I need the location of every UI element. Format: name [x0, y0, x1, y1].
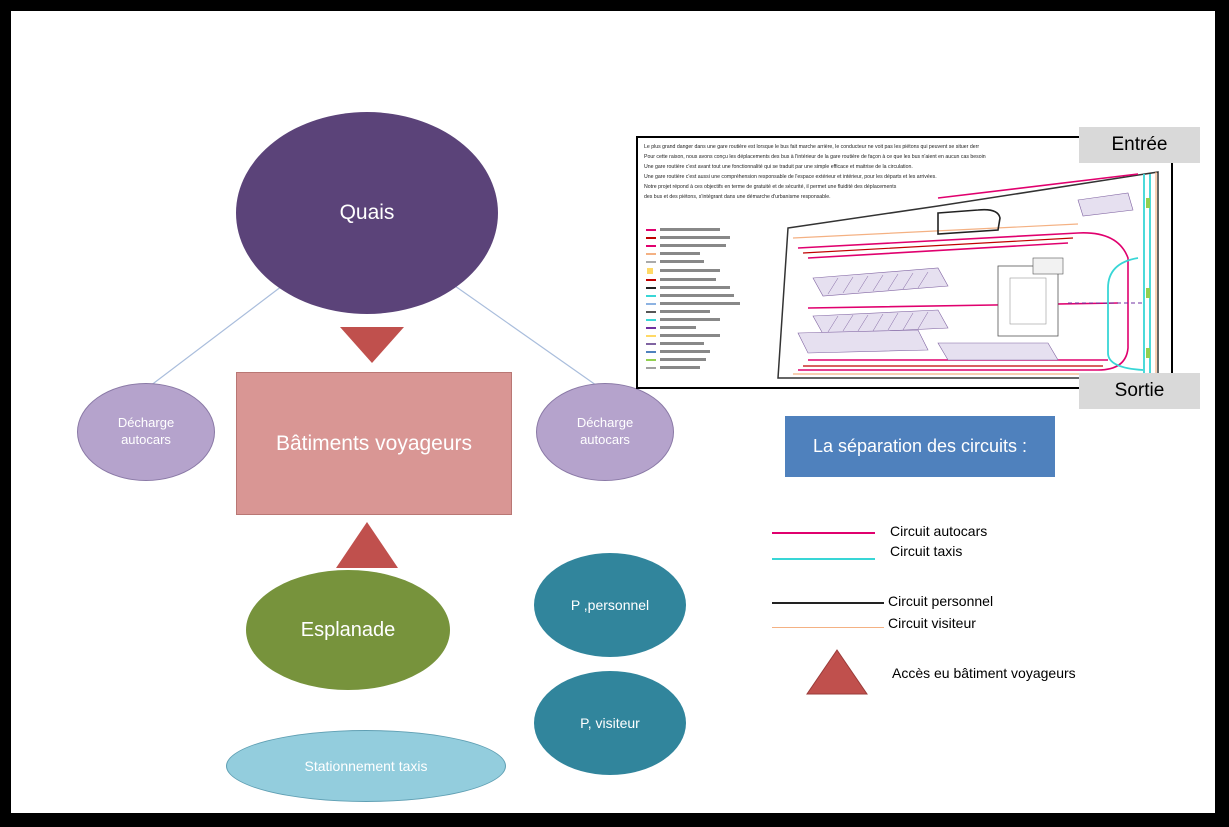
decharge-autocars-right-node: Décharge autocars — [536, 383, 674, 481]
decharge-left-label: Décharge autocars — [117, 415, 175, 447]
sortie-label-box: Sortie — [1079, 373, 1200, 409]
plan-text-line: Pour cette raison, nous avons conçu les … — [644, 154, 986, 160]
site-outline — [777, 171, 1159, 379]
separation-caption-box: La séparation des circuits : — [785, 416, 1055, 477]
decharge-right-label: Décharge autocars — [576, 415, 634, 447]
entree-label-box: Entrée — [1079, 127, 1200, 163]
connector-quais-decharge-right — [454, 285, 604, 391]
legend-line-autocars — [772, 532, 875, 534]
plan-green — [1146, 198, 1150, 358]
plan-text-line: Une gare routière c'est avant tout une f… — [644, 164, 913, 170]
decharge-autocars-left-node: Décharge autocars — [77, 383, 215, 481]
access-triangle-top — [340, 327, 404, 363]
plan-text-line: Le plus grand danger dans une gare routi… — [644, 144, 980, 150]
p-visiteur-label: P, visiteur — [580, 715, 640, 731]
parking-hatch — [827, 271, 929, 333]
sortie-label: Sortie — [1114, 380, 1165, 401]
parking-bays — [797, 192, 1134, 361]
legend-label-personnel: Circuit personnel — [888, 593, 994, 609]
batiments-voyageurs-node: Bâtiments voyageurs — [236, 372, 512, 515]
plan-text-line: Notre projet répond à ces objectifs en t… — [644, 184, 897, 190]
access-triangle-bottom — [336, 522, 398, 568]
quais-node: Quais — [236, 112, 498, 314]
legend-access-triangle — [806, 649, 868, 695]
batiments-label: Bâtiments voyageurs — [275, 431, 473, 455]
legend-line-taxis — [772, 558, 875, 560]
plan-legend — [646, 229, 656, 369]
entree-label: Entrée — [1111, 134, 1168, 155]
legend-label-taxis: Circuit taxis — [890, 543, 963, 559]
p-personnel-label: P ,personnel — [570, 597, 650, 613]
legend-label-access: Accès eu bâtiment voyageurs — [892, 665, 1076, 681]
stationnement-taxis-node: Stationnement taxis — [226, 730, 506, 802]
esplanade-label: Esplanade — [300, 618, 396, 641]
legend-label-visiteur: Circuit visiteur — [888, 615, 976, 631]
stationnement-label: Stationnement taxis — [304, 758, 428, 774]
esplanade-node: Esplanade — [246, 570, 450, 690]
legend-label-autocars: Circuit autocars — [890, 523, 988, 539]
p-personnel-node: P ,personnel — [534, 553, 686, 657]
personnel-circuit — [937, 208, 1001, 235]
legend-line-visiteur — [772, 627, 884, 628]
legend-line-personnel — [772, 602, 884, 604]
site-plan-image: Le plus grand danger dans une gare routi… — [636, 136, 1173, 389]
plan-text-block: Le plus grand danger dans une gare routi… — [644, 142, 1164, 202]
plan-text-line: Une gare routière c'est aussi une compré… — [644, 174, 937, 180]
separation-caption: La séparation des circuits : — [812, 436, 1028, 457]
visitor-circuit — [792, 172, 1157, 378]
connector-quais-decharge-left — [149, 285, 283, 387]
quais-label: Quais — [339, 201, 395, 224]
plan-building-inner — [1009, 277, 1047, 325]
plan-building — [997, 265, 1059, 337]
plan-annex — [1032, 257, 1064, 275]
bus-circuit-dark — [802, 237, 1103, 367]
plan-legend-text — [660, 228, 740, 369]
plan-text-line: des bus et des piétons, s'intégrant dans… — [644, 194, 831, 200]
site-plan-drawing — [646, 171, 1159, 379]
p-visiteur-node: P, visiteur — [534, 671, 686, 775]
